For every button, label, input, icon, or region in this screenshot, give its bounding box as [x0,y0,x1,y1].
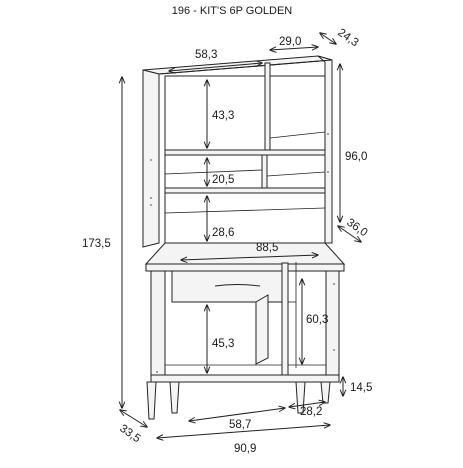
label-base-depth: 33,5 [117,423,142,446]
label-leg-height: 14,5 [350,382,372,394]
label-middle-niche-height: 20,5 [212,174,234,186]
label-lower-niche-height: 28,6 [212,227,234,239]
counter-top [144,242,346,272]
label-top-niche-height: 43,3 [212,110,234,122]
label-total-width: 90,9 [234,443,256,455]
label-upper-height: 96,0 [345,151,367,163]
drawer-handle [214,284,261,287]
label-counter-width: 88,5 [256,242,278,254]
lower-cabinet [150,262,340,383]
label-bottom-width-left: 58,7 [229,419,251,431]
upper-hutch [142,55,333,248]
leg-front-right [320,381,331,404]
label-upper-depth: 24,3 [335,27,360,50]
label-right-compartment-height: 60,3 [306,314,328,326]
label-upper-width-right: 29,0 [279,36,301,48]
label-total-height: 173,5 [82,238,111,250]
drawing-title: 196 - KIT'S 6P GOLDEN [172,5,293,17]
label-lower-compartment-height: 45,3 [212,338,234,350]
label-counter-depth: 36,0 [344,217,369,240]
drawer-front [171,270,283,303]
leg-back-left [169,381,180,414]
leg-front-left [146,381,157,420]
label-upper-width-left: 58,3 [195,49,217,61]
label-bottom-width-right: 28,2 [300,406,322,418]
dimension-lines [120,33,361,438]
